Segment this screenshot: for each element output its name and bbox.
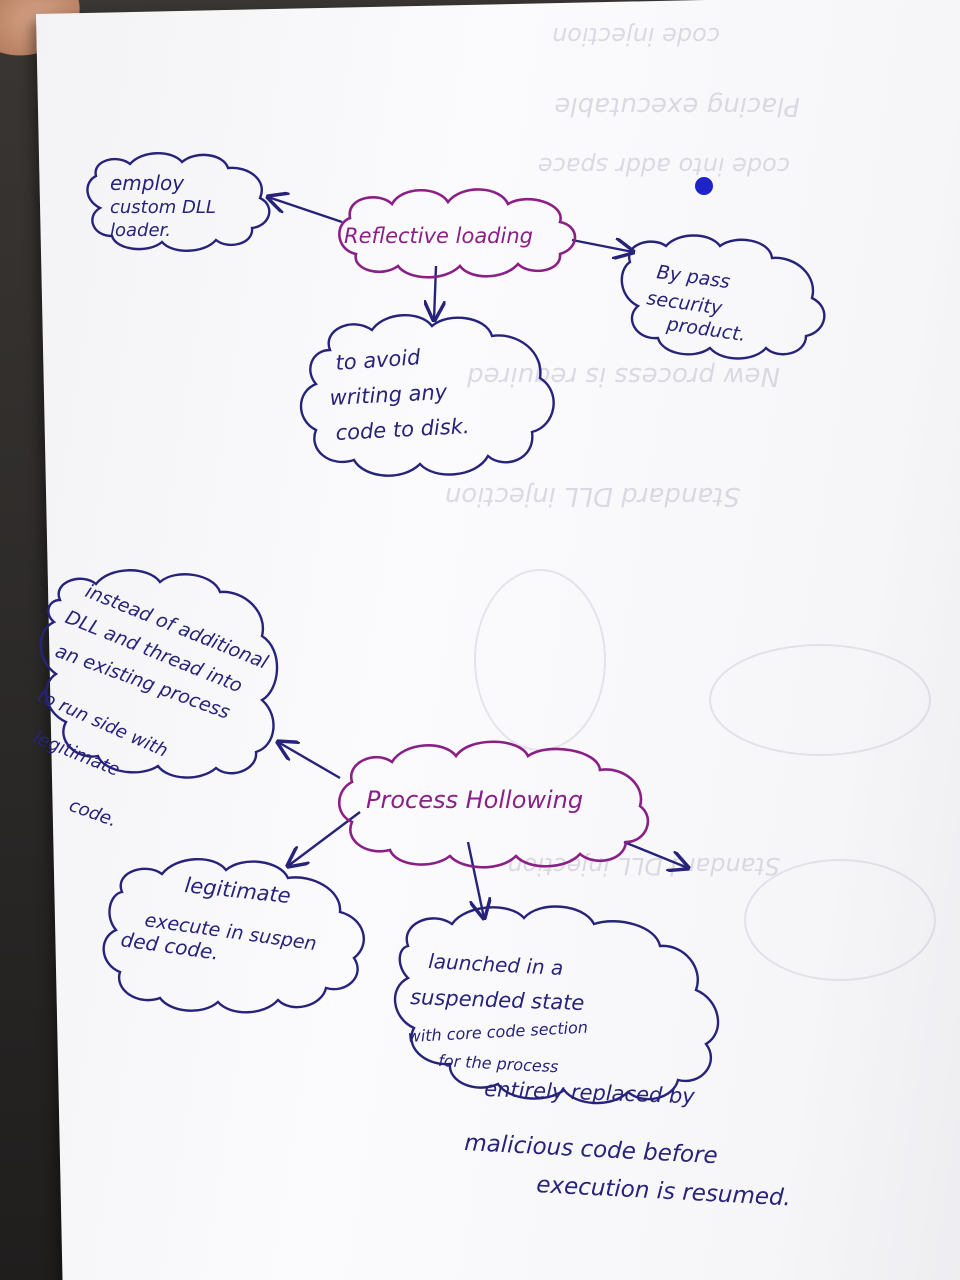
instead-line-6: code.	[66, 795, 119, 832]
svg-text:Placing executable: Placing executable	[554, 91, 800, 121]
connector-to-instead	[278, 742, 341, 780]
reflective-loading-cloud	[338, 188, 577, 279]
launched-line-7: execution is resumed.	[536, 1172, 792, 1211]
bypass-line-3: product.	[664, 313, 747, 346]
bypass-cloud	[620, 234, 826, 360]
reflective-loading-group: Reflective loading employ custom DLL loa…	[86, 152, 826, 477]
reflective-loading-label: Reflective loading	[344, 224, 533, 248]
connector-to-employ	[268, 197, 343, 224]
legitimate-line-1: legitimate	[183, 873, 291, 908]
bypass-line-1: By pass	[655, 261, 731, 293]
launched-line-2: suspended state	[410, 985, 585, 1015]
bleed-through: code injection Placing executable code i…	[445, 22, 936, 981]
svg-text:code into addr space: code into addr space	[538, 152, 790, 180]
avoid-line-3: code to disk.	[335, 414, 470, 445]
launched-line-5: entirely replaced by	[484, 1077, 696, 1108]
instead-cloud	[39, 569, 279, 779]
connector-to-bypass	[571, 240, 633, 252]
connector-to-launched	[466, 841, 484, 918]
svg-text:code injection: code injection	[552, 22, 720, 50]
process-hollowing-group: Process Hollowing instead of additional …	[30, 569, 792, 1211]
process-hollowing-cloud	[337, 740, 650, 869]
avoid-line-2: writing any	[329, 380, 448, 410]
connector-to-avoid	[434, 265, 436, 320]
legitimate-cloud	[102, 857, 365, 1014]
employ-line-3: loader.	[110, 220, 171, 241]
avoid-line-1: to avoid	[335, 345, 422, 375]
ink-dot	[695, 177, 713, 195]
svg-text:Standard DLL injection: Standard DLL injection	[445, 481, 740, 511]
launched-line-6: malicious code before	[464, 1130, 719, 1169]
launched-line-1: launched in a	[428, 949, 564, 980]
launched-line-4: for the process	[438, 1051, 559, 1076]
svg-text:New process is required: New process is required	[467, 361, 780, 391]
avoid-cloud	[299, 313, 555, 477]
launched-line-3: with core code section	[407, 1018, 588, 1046]
employ-cloud	[86, 152, 271, 252]
launched-cloud	[393, 905, 720, 1105]
employ-line-2: custom DLL	[110, 197, 216, 218]
process-hollowing-label: Process Hollowing	[366, 786, 583, 814]
employ-line-1: employ	[110, 171, 185, 195]
connector-to-right	[623, 840, 688, 868]
